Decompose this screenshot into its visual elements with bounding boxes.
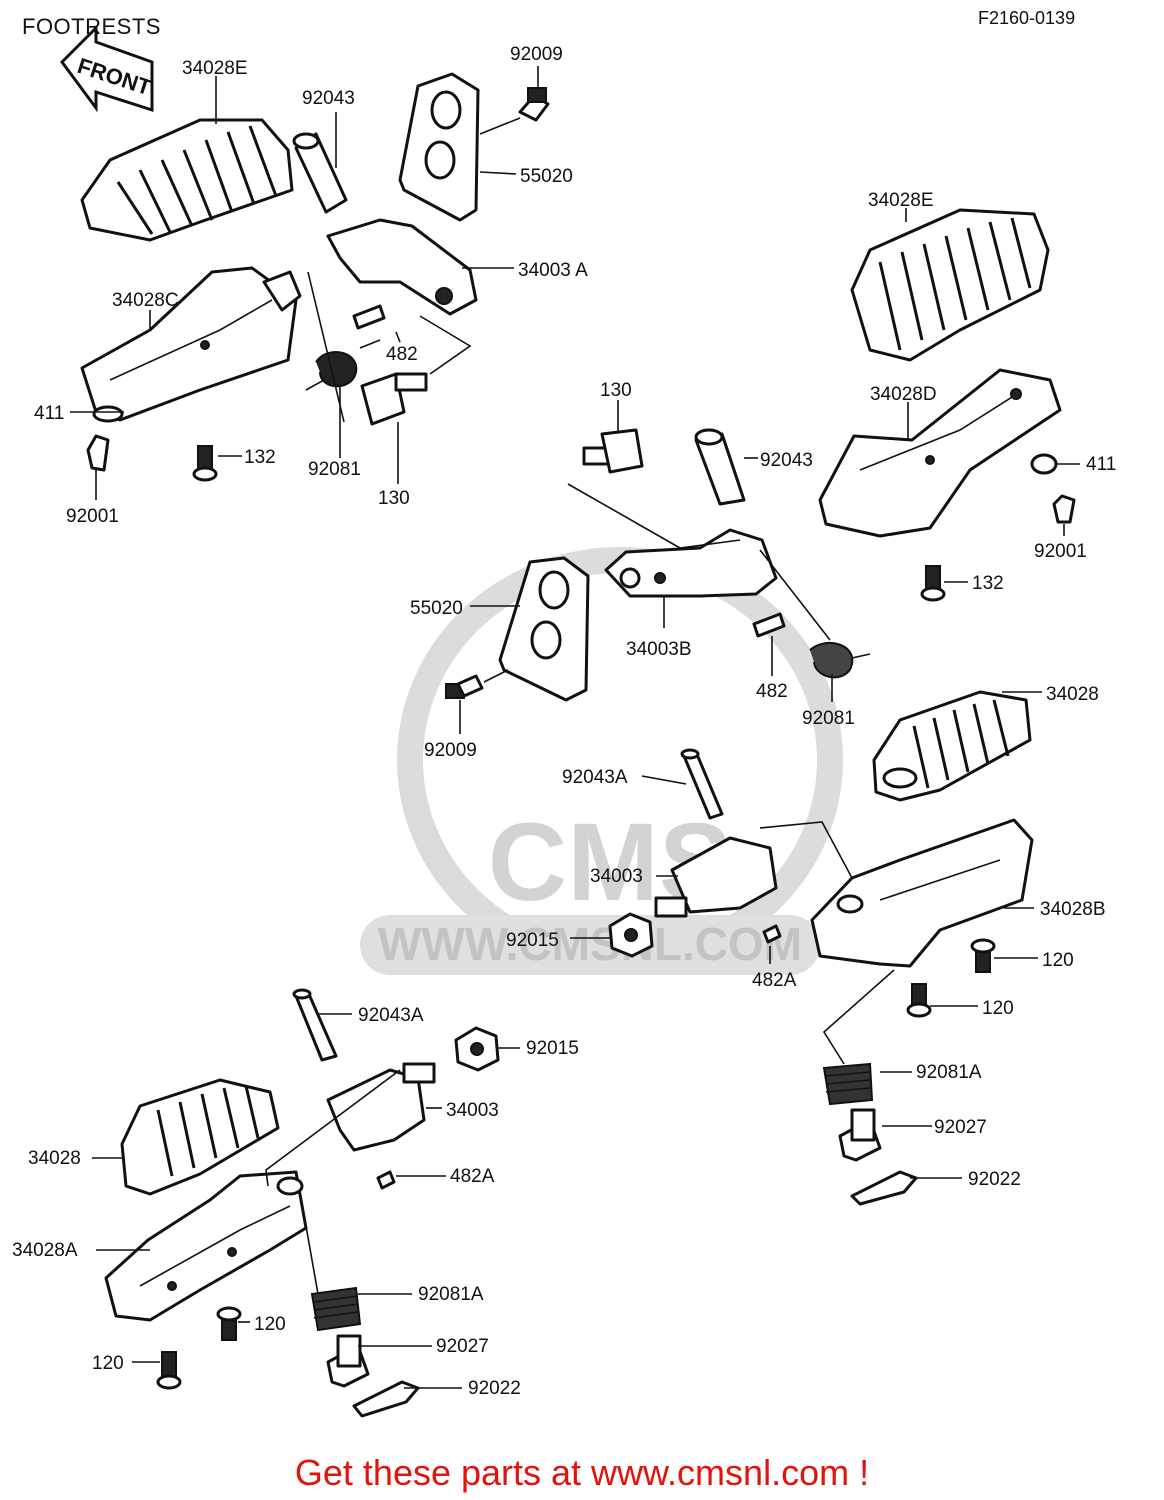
bolt-120-left-2 bbox=[156, 1351, 182, 1390]
label-92081A-right: 92081A bbox=[916, 1062, 982, 1083]
label-482A-low: 482A bbox=[450, 1166, 495, 1187]
spring-92081A-right bbox=[822, 1062, 874, 1106]
footer-link[interactable]: Get these parts at www.cmsnl.com ! bbox=[294, 1452, 870, 1493]
detent-92027-low bbox=[326, 1334, 370, 1388]
footrest-bracket-34028C bbox=[80, 266, 302, 422]
holder-34003A bbox=[326, 218, 478, 316]
spring-92081-left bbox=[305, 339, 381, 391]
plate-92022-right bbox=[850, 1170, 918, 1206]
label-92015-low: 92015 bbox=[526, 1038, 579, 1059]
grease-nipple-92001-left bbox=[86, 434, 110, 472]
plate-92022-low bbox=[352, 1380, 420, 1418]
footrest-rubber-34028E-left bbox=[80, 118, 294, 242]
label-130-left: 130 bbox=[378, 488, 410, 509]
front-arrow-icon: FRONT bbox=[60, 24, 155, 113]
label-55020-top: 55020 bbox=[520, 166, 573, 187]
label-132-left: 132 bbox=[244, 447, 276, 468]
label-34003B: 34003B bbox=[626, 639, 692, 660]
plate-55020-mid bbox=[498, 556, 590, 702]
label-92001-right: 92001 bbox=[1034, 541, 1087, 562]
label-120-right-1: 120 bbox=[1042, 950, 1074, 971]
footrest-bracket-34028D bbox=[818, 368, 1062, 538]
footrest-bracket-34028A bbox=[104, 1170, 308, 1322]
pivot-pin-92043A-mid bbox=[680, 748, 724, 820]
label-34028C: 34028C bbox=[112, 290, 179, 311]
label-34028-right: 34028 bbox=[1046, 684, 1099, 705]
label-34028A: 34028A bbox=[12, 1240, 78, 1261]
plate-55020-top bbox=[398, 72, 480, 222]
label-34028D: 34028D bbox=[870, 384, 937, 405]
nut-92015-mid bbox=[608, 912, 654, 958]
footrest-rubber-34028E-right bbox=[850, 208, 1050, 362]
label-120-right-2: 120 bbox=[982, 998, 1014, 1019]
label-92081-left: 92081 bbox=[308, 459, 361, 480]
label-92009-mid: 92009 bbox=[424, 740, 477, 761]
label-92001-left: 92001 bbox=[66, 506, 119, 527]
bolt-120-right-2 bbox=[906, 983, 932, 1018]
leader-lines bbox=[70, 66, 1080, 1389]
footrest-bracket-34028B bbox=[810, 818, 1034, 968]
pivot-pin-92043-left bbox=[292, 132, 348, 214]
holder-34003-mid bbox=[654, 836, 778, 918]
detent-92027-right bbox=[838, 1108, 882, 1162]
label-411-right: 411 bbox=[1086, 454, 1116, 475]
pin-482-mid bbox=[752, 612, 786, 638]
pivot-pin-92043A-low bbox=[292, 988, 338, 1062]
label-92043A-mid: 92043A bbox=[562, 767, 628, 788]
bolt-120-right-1 bbox=[970, 938, 996, 973]
bolt-120-left-1 bbox=[216, 1306, 242, 1341]
bolt-132-left bbox=[192, 445, 218, 482]
nut-411-left bbox=[92, 405, 124, 423]
footrest-rubber-34028-right bbox=[872, 690, 1032, 802]
bolt-132-right bbox=[920, 565, 946, 602]
label-34028-left: 34028 bbox=[28, 1148, 81, 1169]
label-482-top: 482 bbox=[386, 344, 418, 365]
label-34028E-right: 34028E bbox=[868, 190, 934, 211]
grease-nipple-92001-right bbox=[1052, 494, 1076, 524]
label-92081-mid: 92081 bbox=[802, 708, 855, 729]
label-34003-low: 34003 bbox=[446, 1100, 499, 1121]
part-labels: 34028E 92043 92009 55020 34003 A 34028C … bbox=[12, 44, 1116, 1399]
label-482-mid: 482 bbox=[756, 681, 788, 702]
label-92027-low: 92027 bbox=[436, 1336, 489, 1357]
label-482A-mid: 482A bbox=[752, 970, 797, 991]
label-92043A-low: 92043A bbox=[358, 1005, 424, 1026]
label-92015-mid: 92015 bbox=[506, 930, 559, 951]
bolt-130-mid bbox=[582, 428, 644, 474]
label-34028E-top: 34028E bbox=[182, 58, 248, 79]
label-92022-low: 92022 bbox=[468, 1378, 521, 1399]
label-34003A: 34003 A bbox=[518, 260, 588, 281]
label-34003-mid: 34003 bbox=[590, 866, 643, 887]
label-120-left-1: 120 bbox=[254, 1314, 286, 1335]
bolt-92009-top bbox=[518, 87, 550, 122]
label-411-left: 411 bbox=[34, 403, 64, 424]
label-92043-mid: 92043 bbox=[760, 450, 813, 471]
pin-482A-low bbox=[376, 1170, 396, 1190]
diagram-code: F2160-0139 bbox=[978, 8, 1076, 28]
label-34028B: 34028B bbox=[1040, 899, 1106, 920]
label-132-right: 132 bbox=[972, 573, 1004, 594]
pin-482A-mid bbox=[762, 924, 782, 944]
bolt-92009-mid bbox=[445, 674, 484, 699]
label-92081A-low: 92081A bbox=[418, 1284, 484, 1305]
label-120-left-2: 120 bbox=[92, 1353, 124, 1374]
label-92027-right: 92027 bbox=[934, 1117, 987, 1138]
label-55020-mid: 55020 bbox=[410, 598, 463, 619]
holder-34003-low bbox=[326, 1062, 436, 1152]
label-92009-top: 92009 bbox=[510, 44, 563, 65]
label-130-mid: 130 bbox=[600, 380, 632, 401]
pivot-pin-92043-mid bbox=[694, 428, 746, 506]
footrest-rubber-34028-left bbox=[120, 1078, 280, 1196]
bolt-130-left bbox=[360, 372, 428, 426]
watermark-url: WWW.CMSNL.COM bbox=[378, 918, 802, 970]
holder-34003B bbox=[604, 528, 778, 598]
nut-411-right bbox=[1030, 453, 1058, 475]
nut-92015-low bbox=[454, 1026, 500, 1072]
label-92022-right: 92022 bbox=[968, 1169, 1021, 1190]
spring-92081A-low bbox=[310, 1286, 362, 1332]
label-92043-top: 92043 bbox=[302, 88, 355, 109]
spring-92081-mid bbox=[809, 641, 871, 679]
pin-482-top bbox=[352, 304, 386, 330]
